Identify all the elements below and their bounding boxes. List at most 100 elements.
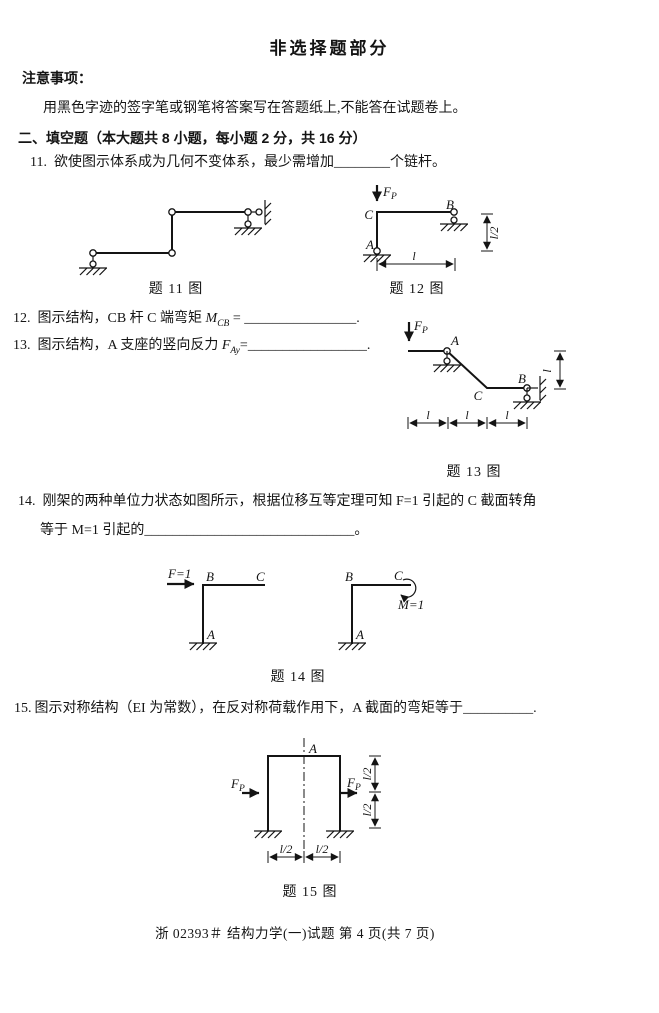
fig15-dim-label-right-bottom: l/2 — [360, 804, 374, 817]
fig13-dim-label-1: l — [426, 408, 430, 422]
fig15-left-load-label: FP — [230, 776, 245, 794]
fig14-right-node-label-a: A — [355, 627, 364, 642]
fig12-ground-hatch-icon-b — [439, 223, 469, 232]
page-title: 非选择题部分 — [269, 39, 390, 58]
fig11-right-support-pin — [244, 220, 252, 228]
question-11-number: 11. — [30, 155, 47, 170]
fig15-dim-label-right-top: l/2 — [360, 768, 374, 781]
question-12-equals: = — [229, 311, 245, 326]
question-13-blank: _________________ — [247, 338, 367, 353]
force-symbol: F — [382, 184, 392, 199]
page-footer: 浙 02393＃ 结构力学(一)试题 第 4 页(共 7 页) — [155, 926, 435, 941]
fig11-members — [92, 211, 249, 254]
fig11-hinge-pin — [168, 208, 176, 216]
fig11-hinge-pin — [244, 208, 252, 216]
fig12-node-label-b: B — [446, 197, 454, 212]
figure-12-structure: FP C B A l l/2 — [362, 184, 501, 271]
fig13-support-pin-a — [443, 357, 451, 365]
figure-13-structure: FP A C B l l l l — [404, 318, 566, 429]
fig14-left-members — [202, 584, 265, 644]
fig12-dim-label-bottom: l — [412, 249, 416, 263]
fig11-hinge-pin — [168, 249, 176, 257]
fig11-right-wall-pin — [255, 208, 263, 216]
fig14-left-node-label-b: B — [206, 569, 214, 584]
question-12-variable: M — [205, 311, 218, 326]
fig14-left-node-label-c: C — [256, 569, 265, 584]
notice-heading: 注意事项： — [22, 70, 92, 86]
fig13-support-pin-b — [523, 394, 531, 402]
section-heading: 二、填空题（本大题共 8 小题，每小题 2 分，共 16 分） — [18, 130, 367, 146]
fig13-node-label-a: A — [450, 333, 459, 348]
fig15-left-ground-hatch-icon — [253, 830, 283, 839]
figure-14-caption: 题 14 图 — [270, 670, 326, 685]
force-symbol: F — [230, 776, 240, 791]
figure-14-left-frame: F=1 B C A — [167, 566, 265, 651]
question-12: 12.图示结构，CB 杆 C 端弯矩 MCB = _______________… — [13, 310, 360, 333]
question-15-number: 15. — [14, 701, 32, 716]
question-13-equals: = — [239, 338, 248, 353]
fig13-dim-label-right: l — [540, 369, 554, 373]
fig12-support-pin-b — [450, 216, 458, 224]
fig12-load-label: FP — [382, 184, 397, 202]
question-13-text: 图示结构，A 支座的竖向反力 — [37, 338, 222, 353]
fig12-members — [376, 211, 455, 252]
question-13-tail: . — [366, 338, 371, 353]
fig12-hinge-pin-a — [373, 247, 381, 255]
force-subscript: P — [238, 784, 245, 794]
question-14-blank: ______________________________ — [144, 523, 355, 538]
fig11-right-ground-hatch-icon — [233, 227, 263, 236]
question-15: 15.图示对称结构（EI 为常数），在反对称荷载作用下，A 截面的弯矩等于___… — [14, 700, 537, 717]
fig15-right-ground-hatch-icon — [325, 830, 355, 839]
fig13-dim-label-3: l — [505, 408, 509, 422]
fig15-right-load-label: FP — [346, 775, 361, 793]
question-11-text: 欲使图示体系成为几何不变体系，最少需增加 — [53, 155, 334, 170]
fig14-unit-moment-arrow-icon — [400, 578, 417, 603]
figure-12-caption: 题 12 图 — [389, 282, 445, 297]
force-subscript: P — [421, 326, 428, 336]
fig11-hinge-pin — [89, 249, 97, 257]
fig14-right-members — [351, 584, 411, 644]
figure-13-caption: 题 13 图 — [446, 465, 502, 480]
fig12-dim-label-right: l/2 — [487, 227, 501, 240]
fig14-left-ground-hatch-icon — [188, 642, 218, 651]
fig13-node-label-c: C — [474, 388, 483, 403]
question-13: 13.图示结构，A 支座的竖向反力 FAy=_________________. — [13, 337, 370, 360]
question-14-number: 14. — [18, 494, 36, 509]
force-symbol: F — [346, 775, 356, 790]
fig12-hinge-pin-b — [450, 208, 458, 216]
question-12-variable-subscript: CB — [217, 318, 230, 329]
figure-14-right-frame: B C M=1 A — [337, 568, 424, 651]
fig14-unit-moment-label: M=1 — [397, 597, 424, 612]
figure-11-structure — [78, 199, 272, 276]
fig13-members — [408, 350, 528, 389]
fig15-dim-label-bottom-right: l/2 — [316, 842, 329, 856]
question-11: 11. 欲使图示体系成为几何不变体系，最少需增加________个链杆。 — [30, 154, 446, 171]
fig15-dim-label-bottom-left: l/2 — [280, 842, 293, 856]
fig11-right-wall-hatch-icon — [264, 199, 272, 226]
question-12-number: 12. — [13, 311, 31, 326]
question-14-tail: 。 — [354, 523, 369, 538]
question-11-tail: 个链杆。 — [389, 155, 446, 170]
fig14-right-node-label-c: C — [394, 568, 403, 583]
question-14-line2: 等于 M=1 引起的______________________________… — [40, 522, 368, 539]
fig13-load-label: FP — [413, 318, 428, 336]
question-13-number: 13. — [13, 338, 31, 353]
fig13-wall-hatch-icon-b — [539, 375, 547, 402]
question-11-blank: ________ — [333, 155, 390, 170]
fig13-dim-label-2: l — [465, 408, 469, 422]
force-subscript: P — [354, 783, 361, 793]
fig11-left-support-pin — [89, 260, 97, 268]
question-15-blank: __________ — [463, 701, 534, 716]
question-12-text: 图示结构，CB 杆 C 端弯矩 — [37, 311, 206, 326]
figure-15-caption: 题 15 图 — [282, 885, 338, 900]
figure-15-structure: A FP FP l/2 l/2 l/2 l/2 — [230, 738, 381, 863]
question-14-text-line1: 刚架的两种单位力状态如图所示，根据位移互等定理可知 F=1 引起的 C 截面转角 — [42, 494, 537, 509]
notice-body: 用黑色字迹的签字笔或钢笔将答案写在答题纸上,不能答在试题卷上。 — [43, 101, 467, 116]
question-14-line1: 14. 刚架的两种单位力状态如图所示，根据位移互等定理可知 F=1 引起的 C 截… — [18, 493, 537, 510]
force-subscript: P — [390, 192, 397, 202]
fig12-node-label-c: C — [364, 207, 373, 222]
question-12-tail: . — [356, 311, 360, 326]
fig14-left-node-label-a: A — [206, 627, 215, 642]
